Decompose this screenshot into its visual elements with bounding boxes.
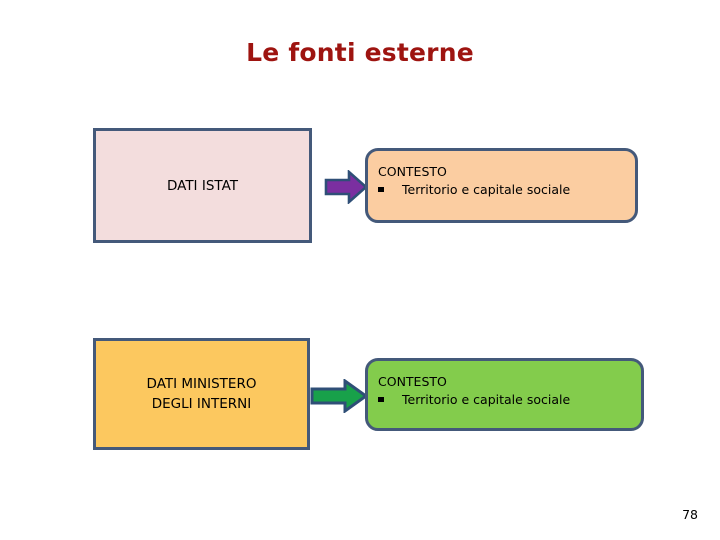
source-box-ministero-label: DATI MINISTERO DEGLI INTERNI	[146, 376, 257, 412]
context-box-green[interactable]: CONTESTO Territorio e capitale sociale	[365, 358, 644, 431]
right-arrow-purple-icon	[324, 169, 368, 205]
context-box-green-bullet-text: Territorio e capitale sociale	[402, 392, 571, 407]
right-arrow-green-icon	[310, 378, 369, 414]
page-number: 78	[682, 507, 698, 522]
context-box-peach-heading: CONTESTO	[378, 164, 447, 179]
source-box-ministero[interactable]: DATI MINISTERO DEGLI INTERNI	[93, 338, 310, 450]
source-box-istat-label: DATI ISTAT	[166, 177, 239, 194]
bullet-square-icon	[378, 397, 384, 402]
bullet-square-icon	[378, 187, 384, 192]
context-box-peach-bullet: Territorio e capitale sociale	[378, 181, 635, 198]
context-box-green-heading: CONTESTO	[378, 374, 447, 389]
context-box-peach[interactable]: CONTESTO Territorio e capitale sociale	[365, 148, 638, 223]
context-box-green-bullet: Territorio e capitale sociale	[378, 391, 641, 408]
page-title: Le fonti esterne	[246, 38, 474, 67]
source-box-istat[interactable]: DATI ISTAT	[93, 128, 312, 243]
context-box-peach-bullet-text: Territorio e capitale sociale	[402, 182, 571, 197]
